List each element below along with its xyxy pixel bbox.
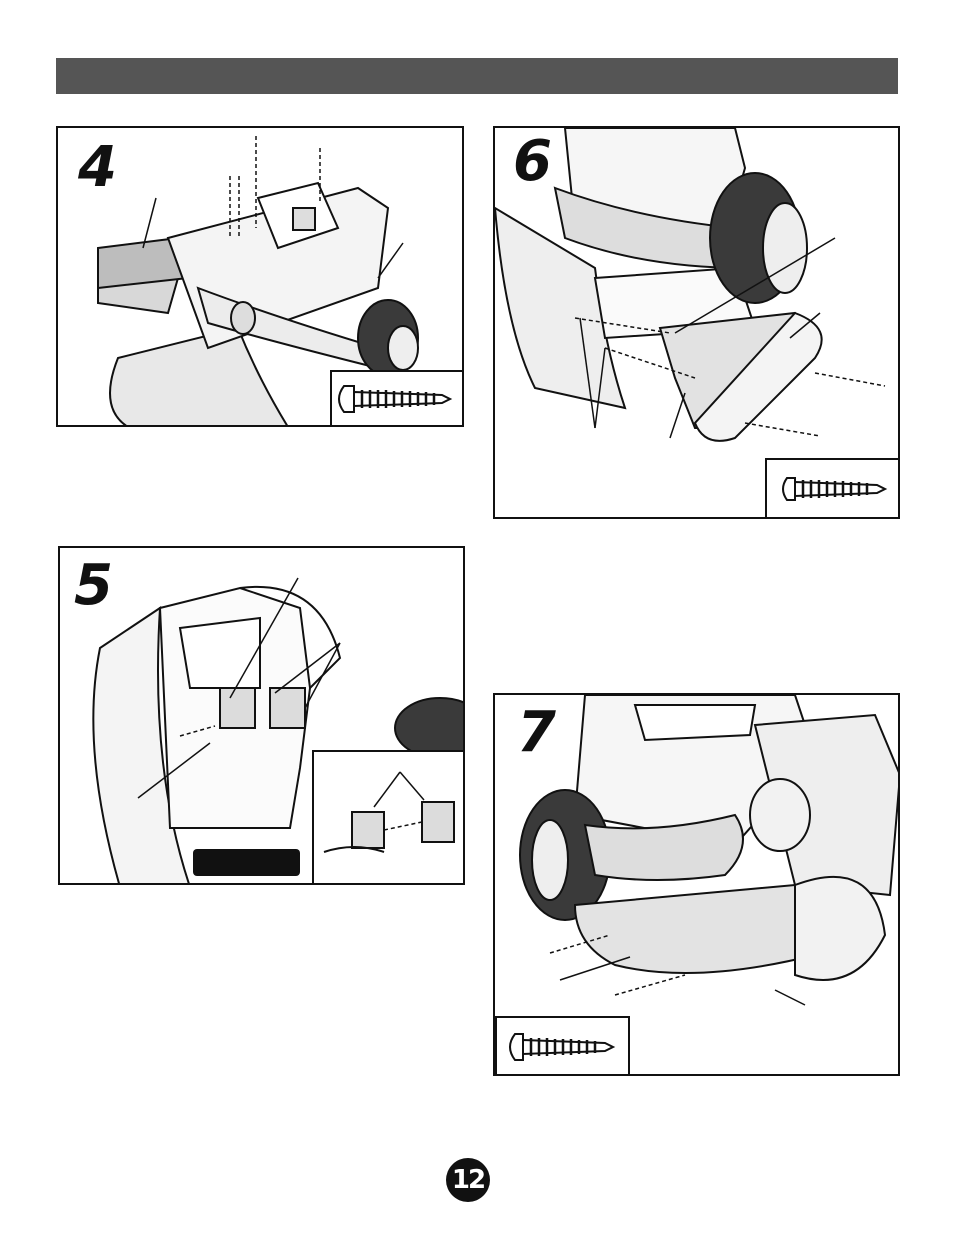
screw-icon	[497, 1018, 628, 1076]
screw-icon	[767, 460, 900, 519]
step-6-number: 6	[513, 134, 552, 190]
step-6-screw-box	[765, 458, 900, 519]
step-4-screw-box	[330, 370, 464, 427]
step-5-panel: 5	[58, 546, 465, 885]
screw-icon	[332, 372, 464, 427]
caution-label	[193, 849, 300, 876]
step-5-inset	[312, 750, 465, 885]
header-bar	[56, 58, 898, 94]
step-6-panel: 6	[493, 126, 900, 519]
connector-detail-illustration	[314, 752, 465, 885]
step-5-number: 5	[74, 558, 113, 614]
page-number: 12	[446, 1158, 490, 1202]
step-7-panel: 7	[493, 693, 900, 1076]
step-7-number: 7	[517, 705, 556, 761]
step-4-number: 4	[78, 140, 117, 196]
step-7-screw-box	[495, 1016, 630, 1076]
step-4-panel: 4	[56, 126, 464, 427]
